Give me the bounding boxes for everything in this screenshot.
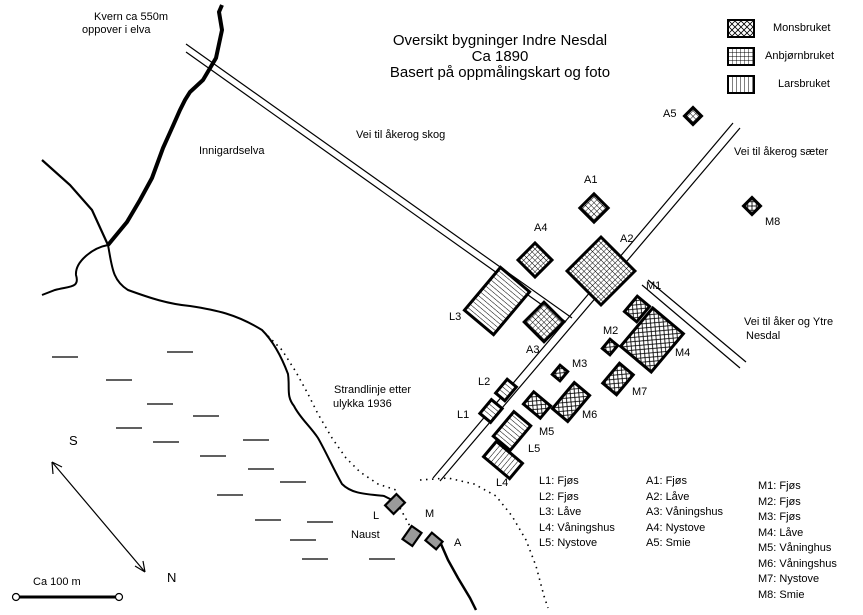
- list-larsbruket: L1: Fjøs L2: Fjøs L3: Låve L4: Våningshu…: [539, 474, 615, 552]
- building-a5: [682, 105, 704, 127]
- building-l5: [491, 409, 533, 453]
- list-item: L4: Våningshus: [539, 521, 615, 534]
- naust-a: [423, 531, 445, 551]
- list-item: M8: Smie: [758, 588, 805, 601]
- list-item: M5: Våninghus: [758, 542, 832, 554]
- building-l3: [462, 265, 532, 337]
- building-m5: [521, 389, 553, 421]
- list-item: M2: Fjøs: [758, 495, 801, 508]
- label-m5: M5: [539, 426, 555, 438]
- naust-label-a: A: [454, 537, 462, 549]
- label-a5: A5: [663, 108, 677, 120]
- building-l1: [477, 397, 505, 425]
- list-item: A3: Våningshus: [646, 506, 724, 518]
- shoreline: [41, 244, 399, 504]
- water-markings: [52, 351, 395, 560]
- compass-label-s: S: [69, 433, 78, 448]
- label-m8: M8: [765, 216, 781, 228]
- river-tributary: [41, 159, 110, 246]
- legend-swatch-monsbruket: [727, 19, 755, 38]
- scale-bar: [11, 592, 124, 602]
- label-m4: M4: [675, 347, 691, 359]
- compass-label-n: N: [167, 570, 177, 585]
- label-naust: Naust: [351, 529, 380, 541]
- building-l2: [493, 377, 519, 403]
- list-item: A1: Fjøs: [646, 475, 687, 487]
- building-m7: [600, 361, 636, 397]
- list-item: L3: Låve: [539, 506, 582, 518]
- label-a3: A3: [526, 344, 540, 356]
- label-m2: M2: [603, 325, 619, 337]
- title-line-1: Oversikt bygninger Indre Nesdal: [392, 32, 608, 49]
- building-m2: [600, 337, 620, 357]
- label-kvern-2: oppover i elva: [82, 24, 151, 36]
- label-l3: L3: [449, 311, 462, 323]
- list-item: L2: Fjøs: [539, 490, 579, 503]
- list-item: M7: Nystove: [758, 573, 820, 585]
- scale-label: Ca 100 m: [33, 576, 81, 588]
- label-l5: L5: [528, 443, 541, 455]
- river-innigardselva: [106, 4, 225, 247]
- label-strandlinje: Strandlinje etter: [334, 384, 412, 396]
- compass-arrow: [51, 461, 146, 573]
- label-l1: L1: [457, 409, 470, 421]
- label-m7: M7: [632, 386, 648, 398]
- label-m1: M1: [646, 280, 662, 292]
- list-item: A5: Smie: [646, 537, 691, 549]
- naust-label-m: M: [425, 508, 435, 520]
- building-l4: [481, 439, 525, 481]
- label-m6: M6: [582, 409, 598, 421]
- list-item: M6: Våningshus: [758, 557, 837, 570]
- list-monsbruket: M1: Fjøs M2: Fjøs M3: Fjøs M4: Låve M5: …: [758, 479, 837, 603]
- stream-lower: [439, 543, 478, 611]
- title-line-2: Ca 1890: [471, 48, 529, 65]
- legend-label-monsbruket: Monsbruket: [773, 22, 831, 34]
- list-item: M1: Fjøs: [758, 480, 801, 492]
- label-l4: L4: [496, 477, 509, 489]
- label-vei-aker-skog: Vei til åkerog skog: [356, 129, 446, 141]
- naust-l: [383, 492, 407, 516]
- label-vei-aker-saeter: Vei til åkerog sæter: [734, 146, 829, 158]
- strandlinje-dotted-short: [399, 507, 413, 531]
- label-l2: L2: [478, 376, 491, 388]
- label-strandlinje-2: ulykka 1936: [333, 398, 392, 410]
- naust-m: [400, 524, 424, 548]
- list-item: L1: Fjøs: [539, 475, 579, 487]
- naust-label-l: L: [373, 510, 380, 522]
- building-a1: [577, 191, 611, 225]
- building-a2: [564, 234, 638, 308]
- list-item: L5: Nystove: [539, 537, 598, 549]
- building-m1: [622, 294, 652, 324]
- list-item: M3: Fjøs: [758, 511, 801, 523]
- title-line-3: Basert på oppmålingskart og foto: [389, 64, 611, 81]
- list-item: A2: Låve: [646, 490, 690, 503]
- building-m8: [741, 195, 763, 217]
- legend-swatch-larsbruket: [727, 75, 755, 94]
- building-m4: [618, 305, 686, 375]
- list-anbjornbruket: A1: Fjøs A2: Låve A3: Våningshus A4: Nys…: [646, 474, 723, 552]
- building-m3: [550, 363, 570, 383]
- label-innigardselva: Innigardselva: [199, 145, 265, 157]
- legend-swatch-anbjornbruket: [727, 47, 755, 66]
- legend-label-larsbruket: Larsbruket: [778, 78, 830, 90]
- list-item: A4: Nystove: [646, 521, 706, 534]
- building-a4: [515, 240, 555, 280]
- label-a1: A1: [584, 174, 598, 186]
- building-m6: [550, 380, 592, 424]
- label-vei-ytre-2: Nesdal: [746, 330, 781, 342]
- list-item: M4: Låve: [758, 526, 804, 539]
- strandlinje-dotted-right: [419, 477, 549, 609]
- label-a2: A2: [620, 233, 634, 245]
- label-kvern: Kvern ca 550m: [94, 11, 168, 23]
- map-title: Oversikt bygninger Indre Nesdal Ca 1890 …: [360, 33, 640, 81]
- road-aker-ytre: [641, 279, 747, 369]
- label-vei-ytre: Vei til åker og Ytre: [744, 316, 834, 328]
- legend-label-anbjornbruket: Anbjørnbruket: [765, 50, 835, 62]
- label-m3: M3: [572, 358, 588, 370]
- building-a3: [522, 300, 566, 344]
- label-a4: A4: [534, 222, 548, 234]
